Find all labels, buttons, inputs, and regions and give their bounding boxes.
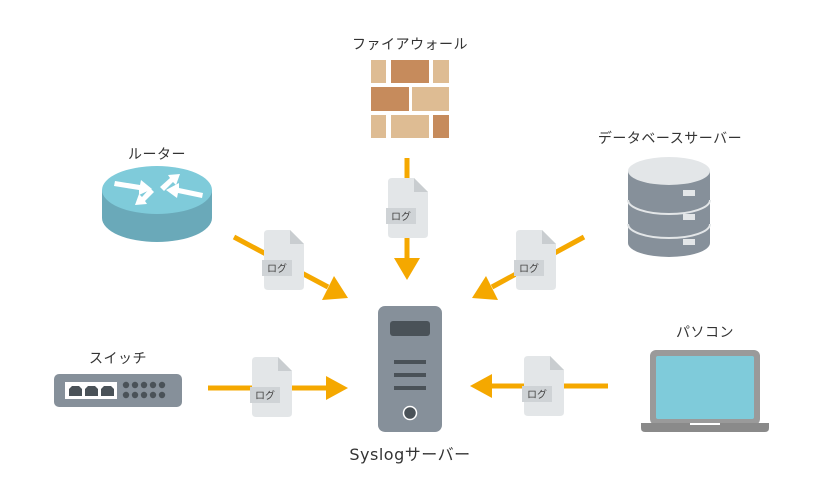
log-document-pc: ログ [522,356,564,416]
network-switch-icon [54,374,182,407]
svg-text:ログ: ログ [267,262,287,275]
syslog-server-label: Syslogサーバー [349,445,471,464]
brick-wall-icon [371,60,449,138]
svg-text:ログ: ログ [255,389,275,402]
server-tower-icon [378,306,442,432]
svg-text:ログ: ログ [391,210,411,223]
database-icon [627,157,711,257]
log-document-firewall: ログ [386,178,428,238]
log-document-router: ログ [262,230,304,290]
router-label: ルーター [128,147,186,163]
database-label: データベースサーバー [597,131,743,147]
svg-text:ログ: ログ [519,262,539,275]
log-document-switch: ログ [250,357,292,417]
laptop-icon [641,350,769,432]
pc-label: パソコン [676,325,734,341]
firewall-label: ファイアウォール [352,37,468,53]
svg-text:ログ: ログ [527,388,547,401]
log-document-database: ログ [514,230,556,290]
switch-label: スイッチ [89,351,147,367]
router-icon [102,166,212,242]
